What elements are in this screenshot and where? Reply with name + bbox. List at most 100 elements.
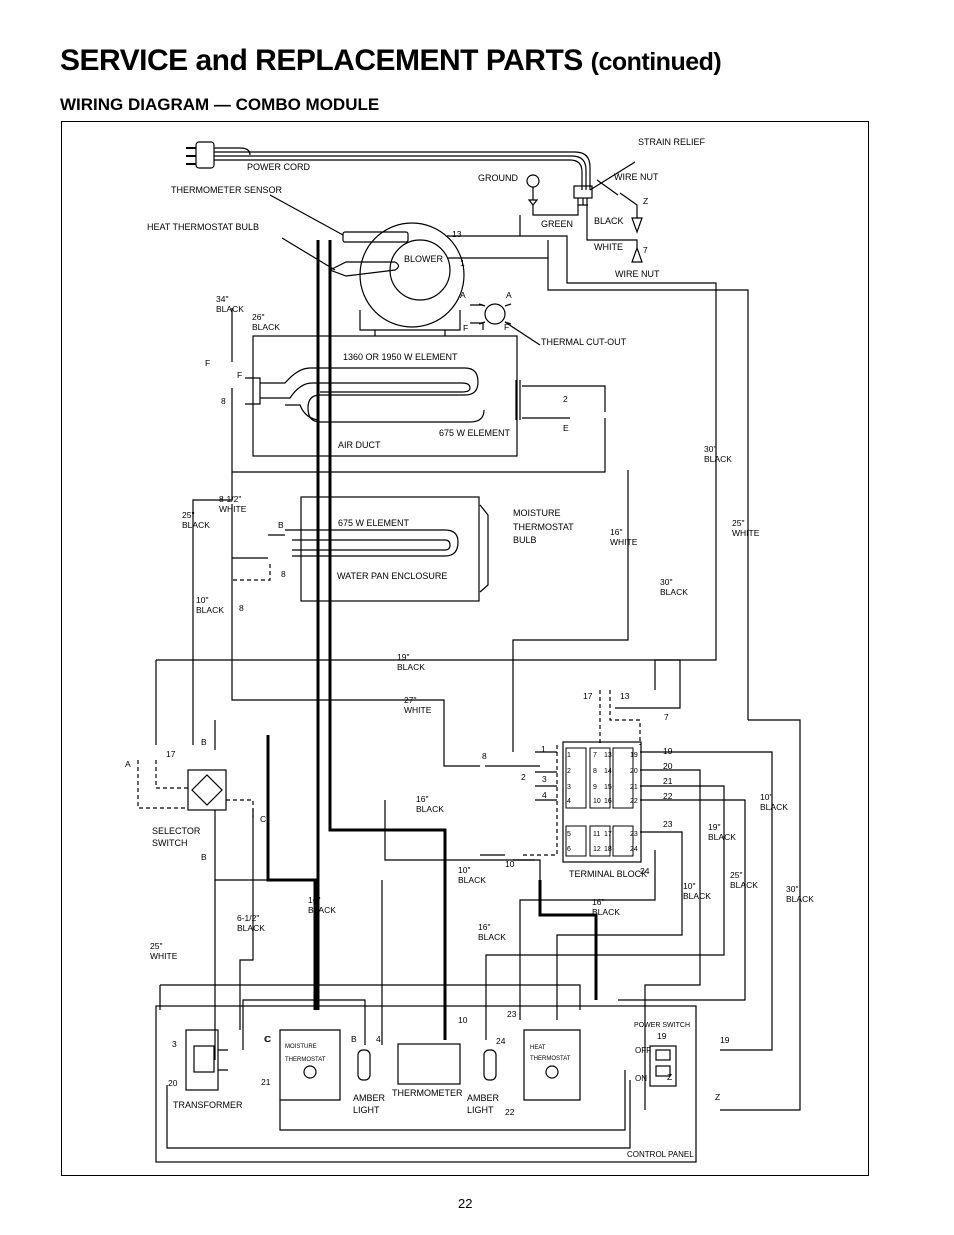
terminal-number: 7	[593, 752, 597, 759]
wire-label-color: WHITE	[150, 951, 178, 961]
wire-label-length: 16"	[478, 922, 490, 932]
connection-marker: 8	[281, 569, 286, 579]
transformer	[185, 1029, 219, 1091]
connection-marker: 1	[460, 258, 465, 268]
ground-label: GROUND	[478, 173, 518, 183]
wire-label-color: BLACK	[704, 454, 732, 464]
wire-label-color: BLACK	[252, 322, 280, 332]
connection-marker: 20	[663, 761, 673, 771]
terminal-number: 4	[567, 798, 571, 805]
strain-relief	[573, 161, 643, 234]
connection-marker: 24	[496, 1036, 506, 1046]
connection-marker: 10	[505, 859, 515, 869]
water-pan-label: WATER PAN ENCLOSURE	[337, 571, 447, 581]
connection-marker: 4	[542, 790, 547, 800]
wire-label-length: 30"	[786, 884, 798, 894]
connection-marker: 21	[663, 776, 673, 786]
heat-thermostat-label-1: HEAT	[530, 1045, 546, 1051]
green-label: GREEN	[541, 219, 573, 229]
wire-label-length: 25"	[150, 941, 162, 951]
connection-marker: F	[237, 370, 242, 380]
control-panel-box	[155, 1005, 697, 1163]
thermometer-sensor	[269, 194, 409, 243]
connection-marker: F	[463, 323, 468, 333]
wire-label-color: BLACK	[592, 907, 620, 917]
heat-thermostat-bulb-label: HEAT THERMOSTAT BULB	[147, 222, 259, 232]
terminal-number: 5	[567, 831, 571, 838]
connection-marker: 3	[172, 1039, 177, 1049]
black-label: BLACK	[594, 216, 624, 226]
moisture-bulb-label-2: THERMOSTAT	[513, 522, 574, 532]
connection-marker: 17	[166, 749, 176, 759]
wire-label-length: 16"	[610, 527, 622, 537]
connection-marker: 17	[583, 691, 593, 701]
selector-label-2: SWITCH	[152, 838, 188, 848]
connection-marker: 10	[458, 1015, 468, 1025]
connection-marker: 2	[521, 772, 526, 782]
heat-thermostat-control	[523, 1029, 581, 1101]
selector-switch	[187, 769, 227, 811]
moisture-bulb-label-3: BULB	[513, 535, 537, 545]
terminal-number: 8	[593, 768, 597, 775]
wire-label-length: 34"	[216, 294, 228, 304]
wire-label-length: 10"	[458, 865, 470, 875]
wire-nut-bottom-label: WIRE NUT	[615, 269, 660, 279]
connection-marker: 3	[542, 774, 547, 784]
terminal-number: 14	[604, 768, 612, 775]
transformer-label: TRANSFORMER	[173, 1100, 243, 1110]
wire-label-length: 30"	[660, 577, 672, 587]
amber-lights	[357, 1049, 497, 1081]
wire-nut-top-label: WIRE NUT	[614, 172, 659, 182]
wire-label-length: 6-1/2"	[237, 913, 259, 923]
connection-marker: 21	[261, 1077, 271, 1087]
wire-label-length: 19"	[708, 822, 720, 832]
connection-marker: 8	[482, 751, 487, 761]
wire-label-length: 25"	[182, 510, 194, 520]
connection-marker: 8	[221, 396, 226, 406]
element-675-top-label: 675 W ELEMENT	[439, 428, 511, 438]
wire-label-color: BLACK	[397, 662, 425, 672]
wire-label-length: 26"	[252, 312, 264, 322]
connection-marker: F	[205, 358, 210, 368]
connection-marker: C	[264, 1034, 270, 1044]
connection-marker: 19	[657, 1031, 667, 1041]
connection-marker: E	[563, 423, 569, 433]
terminal-number: 17	[604, 831, 612, 838]
white-label: WHITE	[594, 242, 623, 252]
connection-marker: 22	[663, 791, 673, 801]
wire-label-length: 25"	[732, 518, 744, 528]
terminal-number: 24	[630, 846, 638, 853]
connection-marker: C	[260, 814, 266, 824]
water-pan-enclosure	[285, 496, 489, 602]
wire-label-length: 10"	[196, 595, 208, 605]
terminal-number: 20	[630, 768, 638, 775]
connection-marker: 7	[643, 245, 648, 255]
control-panel-label: CONTROL PANEL	[627, 1150, 694, 1159]
heat-thermostat-bulb	[281, 237, 400, 277]
wire-label-color: BLACK	[416, 804, 444, 814]
wire-nut-bottom	[586, 198, 643, 263]
connection-marker: C	[265, 1034, 271, 1044]
moisture-thermostat-label-2: THERMOSTAT	[285, 1057, 326, 1063]
wire-label-length: 10"	[760, 792, 772, 802]
wire-label-length: 19"	[397, 652, 409, 662]
connection-marker: 8	[239, 603, 244, 613]
terminal-number: 6	[567, 846, 571, 853]
wire-label-color: BLACK	[683, 891, 711, 901]
blower	[359, 222, 465, 336]
connection-marker: 22	[505, 1107, 515, 1117]
terminal-number: 18	[604, 846, 612, 853]
connection-marker: 23	[507, 1009, 517, 1019]
connection-marker: Z	[667, 1072, 672, 1082]
moisture-bulb-label-1: MOISTURE	[513, 508, 561, 518]
element-1360-label: 1360 OR 1950 W ELEMENT	[343, 352, 458, 362]
wire-label-color: BLACK	[237, 923, 265, 933]
connection-marker: A	[125, 759, 131, 769]
terminal-number: 15	[604, 784, 612, 791]
wire-label-color: BLACK	[786, 894, 814, 904]
wire-label-color: BLACK	[760, 802, 788, 812]
wire-label-color: BLACK	[478, 932, 506, 942]
connection-marker: 2	[563, 394, 568, 404]
thermometer-label: THERMOMETER	[392, 1088, 463, 1098]
off-label: OFF	[635, 1046, 651, 1055]
